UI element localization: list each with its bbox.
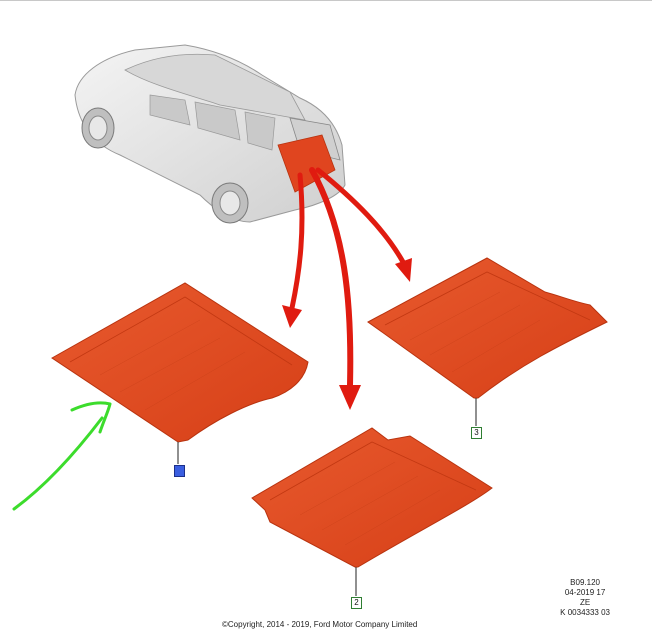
car-illustration <box>74 44 346 224</box>
reference-line-1: B09.120 <box>570 578 600 587</box>
reference-line-3: ZE <box>579 598 591 607</box>
right-mat <box>367 257 608 426</box>
reference-line-4: K 0034333 03 <box>560 608 610 617</box>
arrow-to-front-mat <box>309 167 361 410</box>
top-border <box>0 0 652 1</box>
copyright-notice: ©Copyright, 2014 - 2019, Ford Motor Comp… <box>222 620 418 629</box>
callout-right-mat: 3 <box>471 427 482 439</box>
drawing-reference: B09.120 04-2019 17 ZE K 0034333 03 <box>560 578 610 618</box>
front-mat <box>251 427 493 596</box>
callout-front-mat: 2 <box>351 597 362 609</box>
green-annotation-arrow <box>12 401 112 511</box>
arrow-to-left-mat <box>282 172 305 328</box>
arrow-to-right-mat <box>315 167 412 282</box>
left-mat <box>51 282 309 464</box>
reference-line-2: 04-2019 17 <box>564 588 606 597</box>
callout-left-mat <box>174 465 185 477</box>
